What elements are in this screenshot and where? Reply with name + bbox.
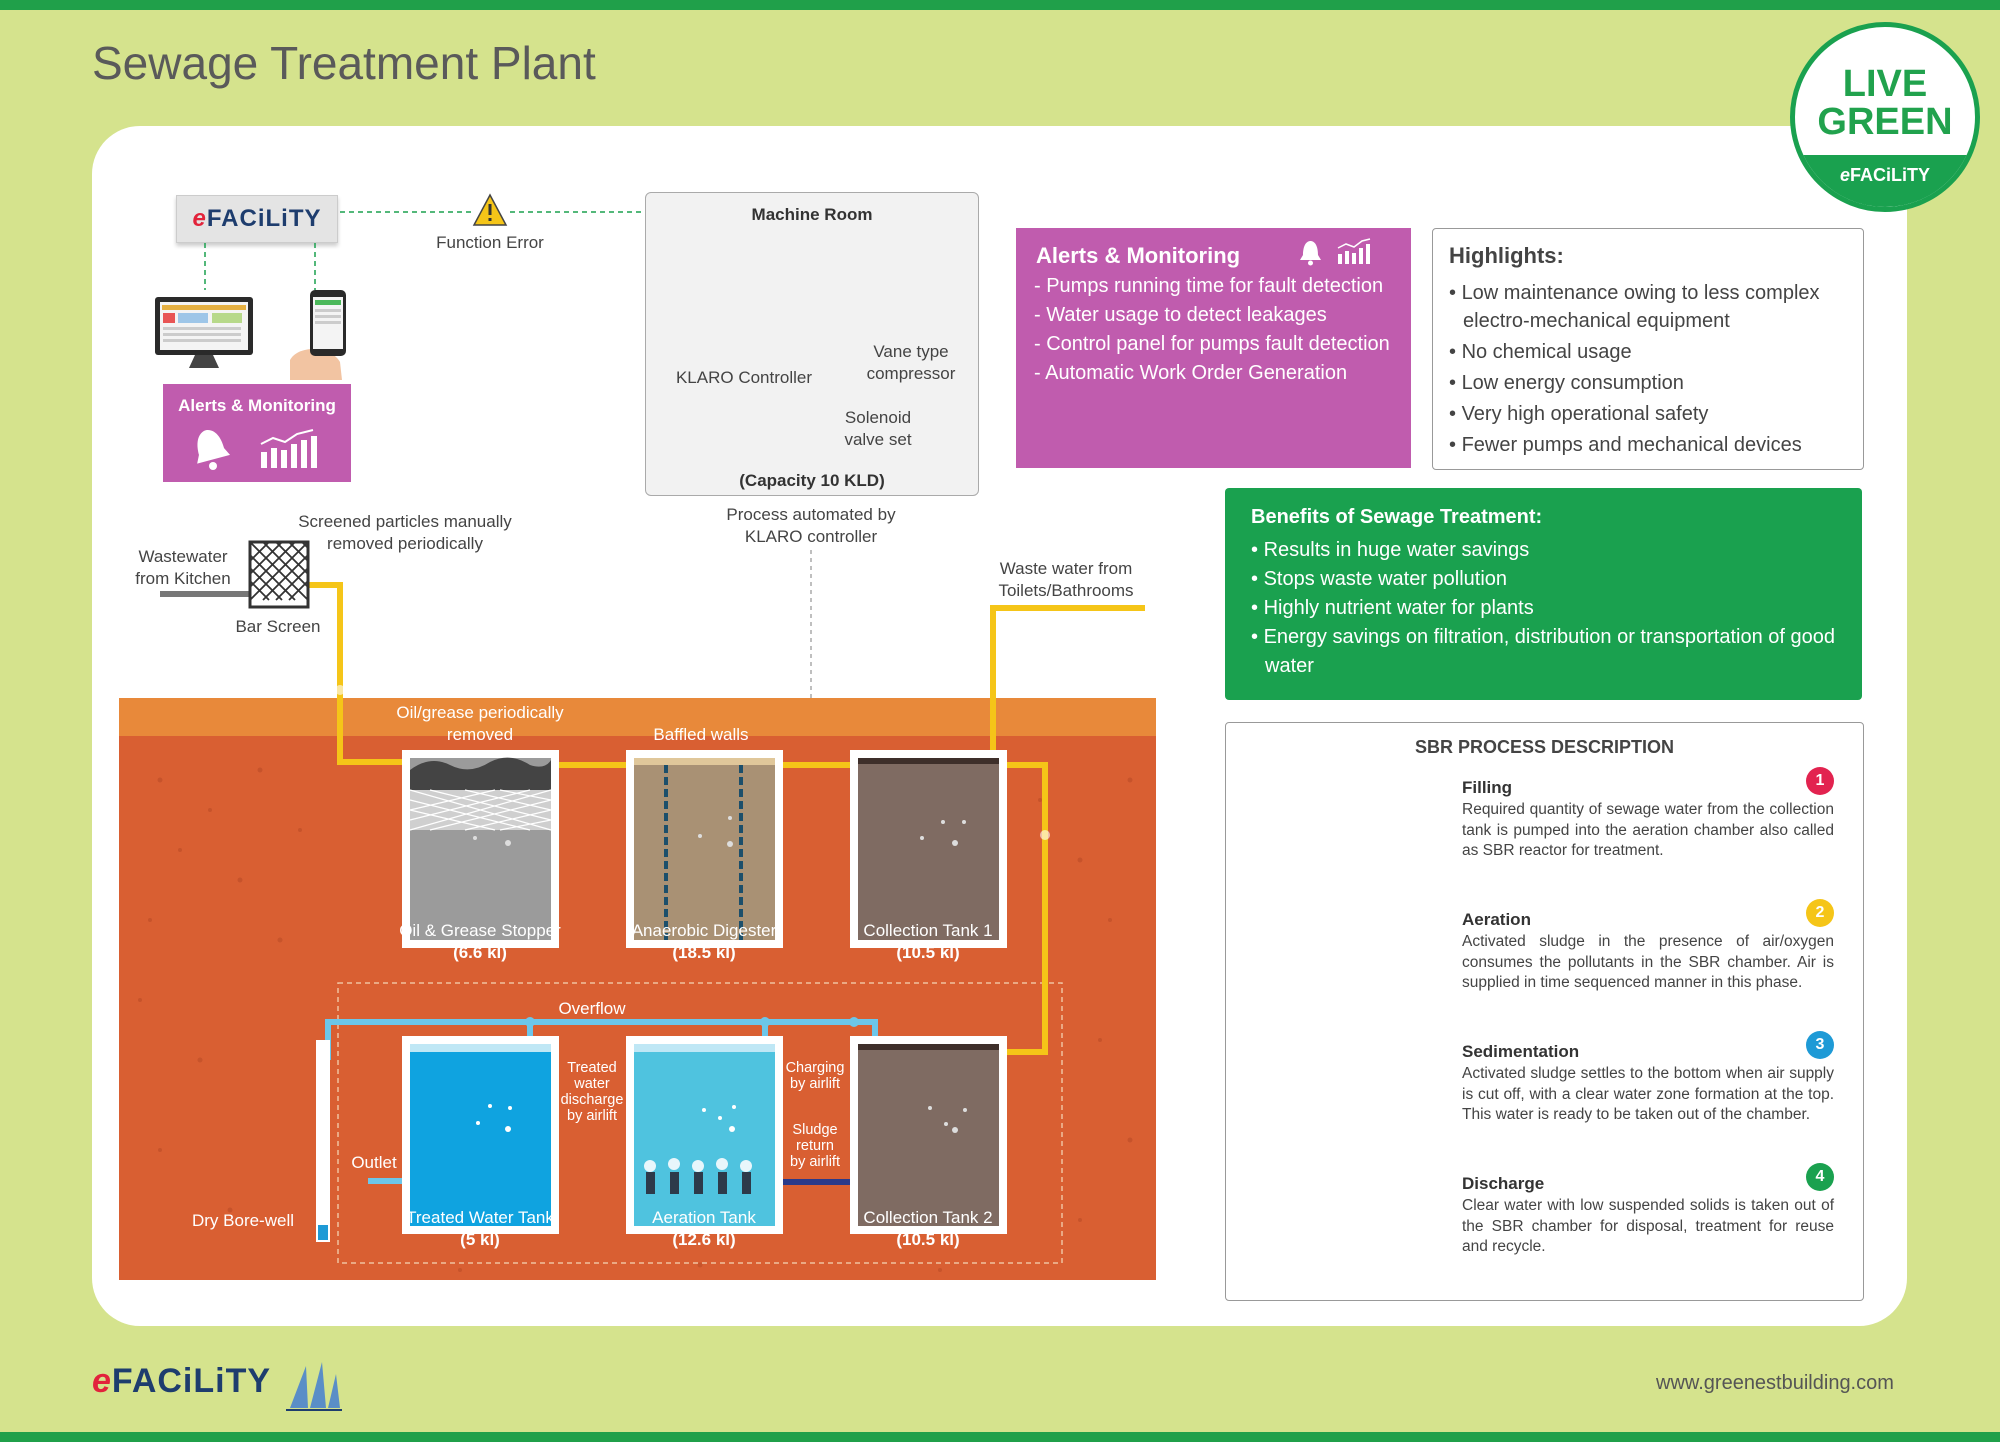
- treated-tank-label: Treated Water Tank(5 kl): [406, 1208, 554, 1249]
- dry-borewell-label: Dry Bore-well: [191, 1211, 295, 1230]
- collection2-tank-label: Collection Tank 2(10.5 kl): [863, 1208, 993, 1249]
- live-green-logo: LIVE GREEN eFACiLiTY: [1790, 22, 1980, 212]
- highlight-item: • Fewer pumps and mechanical devices: [1449, 434, 1802, 456]
- highlights-list: • Low maintenance owing to less complex …: [1449, 279, 1859, 462]
- top-bar: [0, 0, 2000, 10]
- phone-icon: [290, 290, 346, 380]
- highlight-item: • Very high operational safety: [1449, 403, 1709, 425]
- monitor-icon: [155, 297, 253, 368]
- alerts-list: - Pumps running time for fault detection…: [1034, 272, 1404, 388]
- alerts-monitoring-small: Alerts & Monitoring: [163, 384, 351, 482]
- overflow-label: Overflow: [558, 999, 626, 1018]
- bottom-bar: [0, 1432, 2000, 1442]
- efacility-box: eFACiLiTY: [176, 195, 338, 243]
- logo-brand: eFACiLiTY: [1795, 155, 1975, 207]
- oil-grease-stopper-tank: [402, 750, 559, 948]
- anaerobic-digester-tank: [626, 750, 783, 948]
- treated-water-tank: [402, 1036, 559, 1234]
- highlights-box: Highlights: • Low maintenance owing to l…: [1432, 228, 1864, 470]
- collection-tank-2: [850, 1036, 1007, 1234]
- step-description: Activated sludge settles to the bottom w…: [1462, 1065, 1834, 1123]
- bell-icon: [197, 430, 231, 470]
- page-title: Sewage Treatment Plant: [92, 37, 596, 89]
- klaro-controller-label: KLARO Controller: [675, 368, 813, 387]
- sbr-process-box: SBR PROCESS DESCRIPTION 1 Filling Requir…: [1225, 722, 1864, 1301]
- alerts-monitoring-box: Alerts & Monitoring - Pumps running time…: [1016, 228, 1411, 468]
- step-description: Required quantity of sewage water from t…: [1462, 801, 1834, 859]
- bell-icon: [1300, 241, 1321, 266]
- step-number-badge: 4: [1806, 1163, 1834, 1191]
- outlet-label: Outlet: [351, 1153, 397, 1172]
- alerts-item: - Pumps running time for fault detection: [1034, 275, 1384, 297]
- step-description: Activated sludge in the presence of air/…: [1462, 933, 1834, 991]
- aeration-tank-label: Aeration Tank(12.6 kl): [652, 1208, 756, 1249]
- machine-room-title: Machine Room: [751, 205, 873, 224]
- alerts-small-title: Alerts & Monitoring: [178, 396, 336, 415]
- alerts-item: - Water usage to detect leakages: [1034, 304, 1327, 326]
- step-title: Filling: [1462, 778, 1513, 797]
- sbr-title: SBR PROCESS DESCRIPTION: [1414, 737, 1675, 757]
- oil-tank-label: Oil & Grease Stopper(6.6 kl): [399, 921, 561, 962]
- highlight-item: • Low energy consumption: [1449, 372, 1684, 394]
- bar-screen-icon: [248, 540, 310, 609]
- highlight-item: • Low maintenance owing to less complex …: [1449, 282, 1820, 332]
- benefits-title: Benefits of Sewage Treatment:: [1251, 506, 1543, 528]
- alerts-box-title: Alerts & Monitoring: [1036, 243, 1241, 268]
- chart-icon: [260, 429, 317, 468]
- bar-screen-label: Bar Screen: [235, 617, 321, 636]
- collection1-tank-label: Collection Tank 1(10.5 kl): [863, 921, 993, 962]
- benefit-item: • Results in huge water savings: [1251, 539, 1530, 561]
- highlight-item: • No chemical usage: [1449, 341, 1632, 363]
- aeration-tank: [626, 1036, 783, 1234]
- warning-icon: [472, 193, 508, 226]
- benefit-item: • Highly nutrient water for plants: [1251, 597, 1534, 619]
- baffled-walls-label: Baffled walls: [653, 725, 749, 744]
- logo-live: LIVE: [1842, 63, 1928, 105]
- benefit-item: • Energy savings on filtration, distribu…: [1251, 626, 1835, 677]
- step-number-badge: 1: [1806, 767, 1834, 795]
- function-error-label: Function Error: [436, 233, 544, 252]
- anaerobic-tank-label: Anaerobic Digester(18.5 kl): [631, 921, 777, 962]
- step-title: Sedimentation: [1462, 1042, 1580, 1061]
- step-description: Clear water with low suspended solids is…: [1462, 1197, 1834, 1255]
- building-logo-icon: [286, 1362, 342, 1411]
- footer-url[interactable]: www.greenestbuilding.com: [1656, 1372, 1894, 1394]
- collection-tank-1: [850, 750, 1007, 948]
- step-title: Discharge: [1462, 1174, 1545, 1193]
- chart-icon: [1337, 238, 1371, 264]
- benefits-list: • Results in huge water savings • Stops …: [1251, 536, 1851, 681]
- alerts-item: - Control panel for pumps fault detectio…: [1034, 333, 1390, 355]
- step-number-badge: 2: [1806, 899, 1834, 927]
- alerts-item: - Automatic Work Order Generation: [1034, 362, 1348, 384]
- benefits-box: Benefits of Sewage Treatment: • Results …: [1225, 488, 1862, 700]
- footer-logo: eFACiLiTY: [92, 1362, 272, 1400]
- highlights-title: Highlights:: [1449, 243, 1564, 268]
- step-number-badge: 3: [1806, 1031, 1834, 1059]
- logo-green: GREEN: [1817, 101, 1953, 143]
- benefit-item: • Stops waste water pollution: [1251, 568, 1508, 590]
- capacity-label: (Capacity 10 KLD): [739, 471, 885, 490]
- step-title: Aeration: [1462, 910, 1531, 929]
